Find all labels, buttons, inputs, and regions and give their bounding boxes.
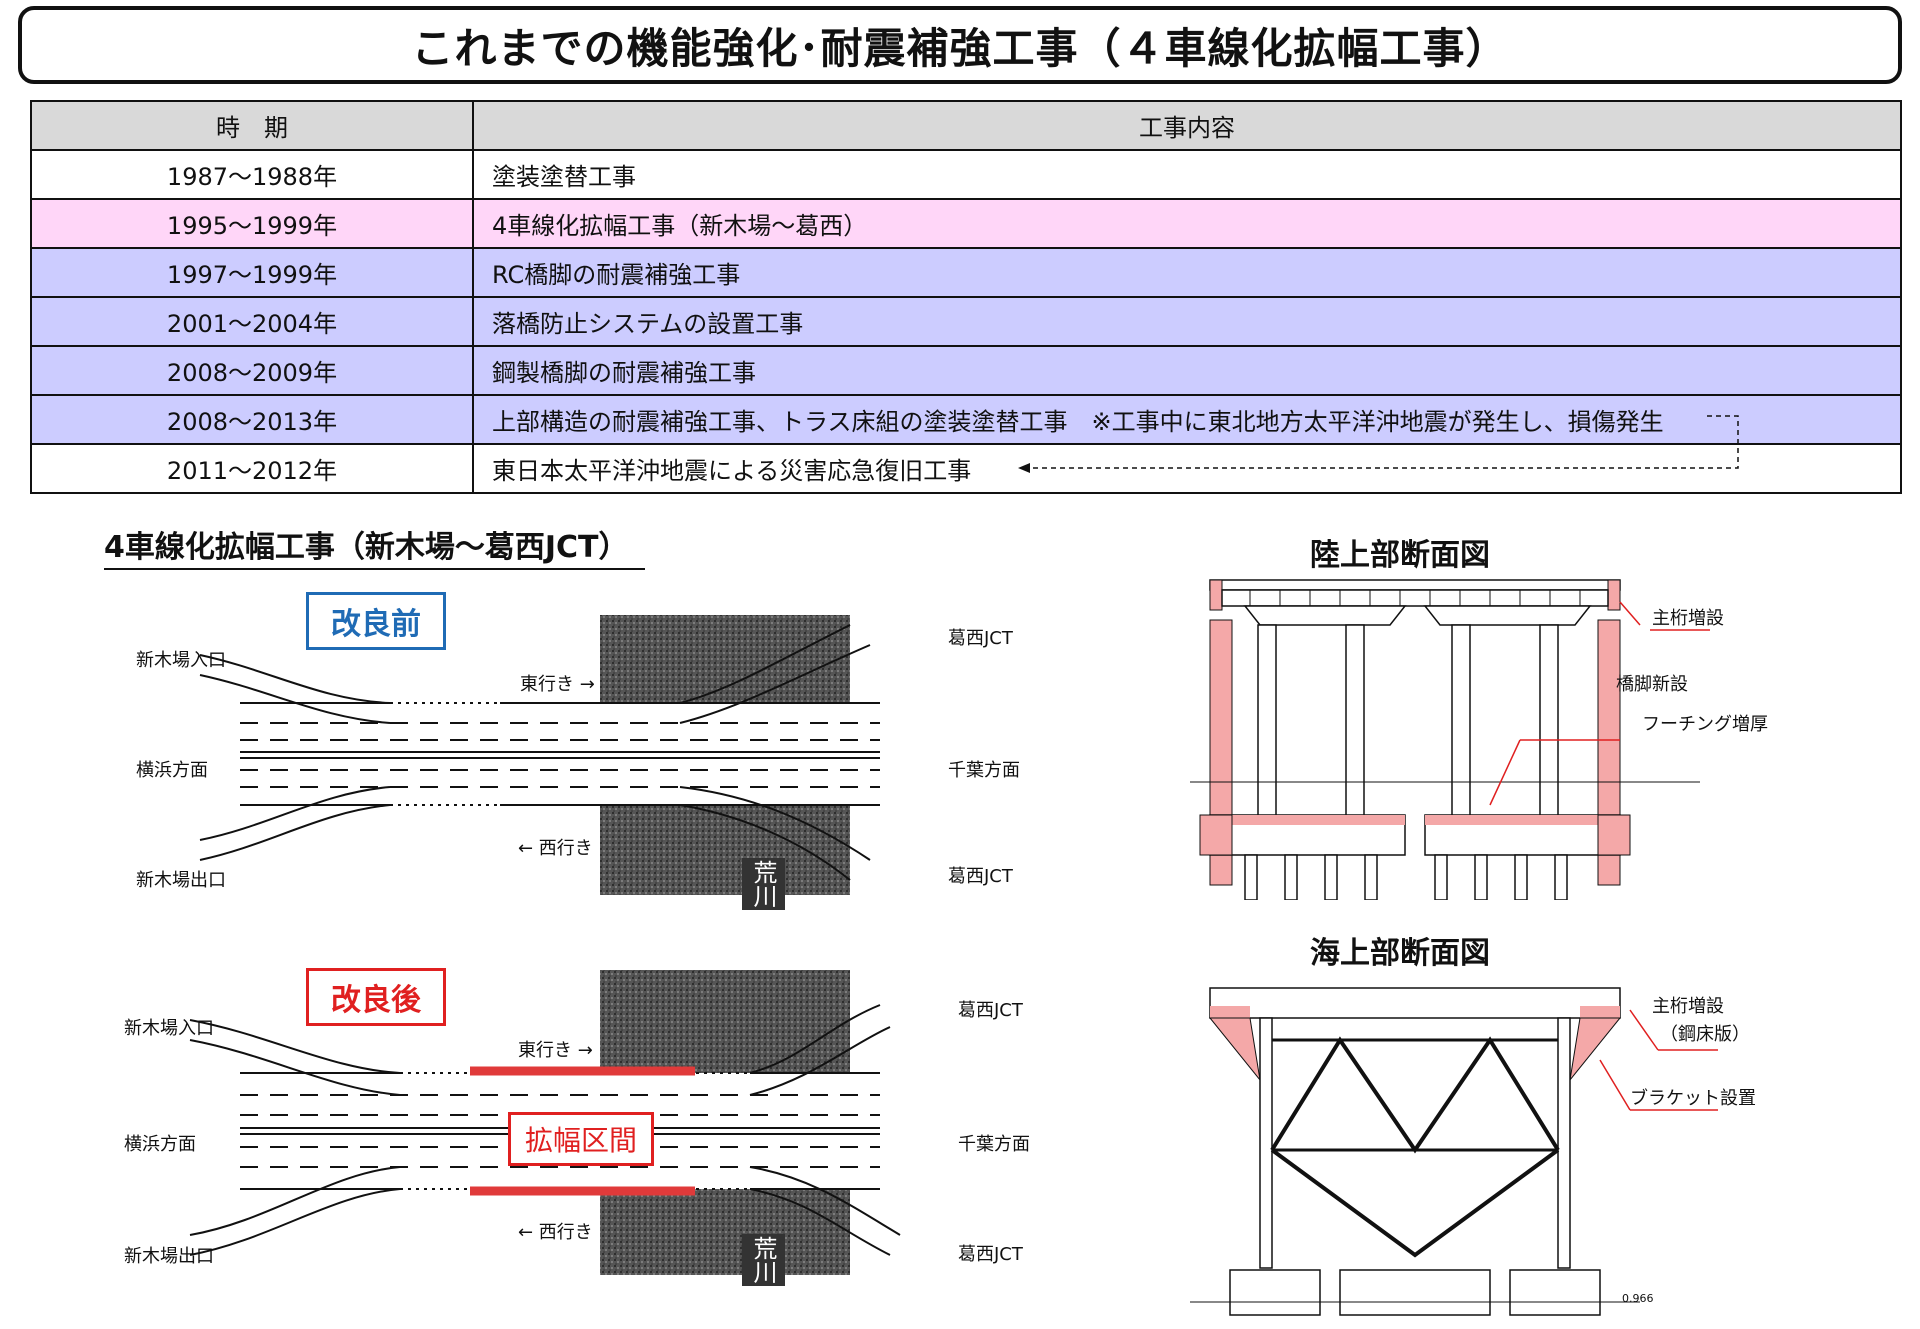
table-row: 1987～1988年 塗装塗替工事 [30, 149, 1902, 200]
sea-section-diagram [1190, 987, 1718, 1316]
label-west: ← 西行き [518, 838, 593, 859]
label-river: 荒川 [742, 858, 785, 910]
land-section-diagram [1190, 579, 1710, 900]
row-period: 2008～2013年 [30, 394, 474, 445]
label-kasai-bottom: 葛西JCT [958, 1244, 1023, 1265]
row-period: 2011～2012年 [30, 443, 474, 494]
label-kasai-bottom: 葛西JCT [948, 866, 1013, 887]
label-east: 東行き → [518, 1040, 593, 1061]
label-entrance: 新木場入口 [136, 650, 226, 671]
label-east: 東行き → [520, 674, 595, 695]
sea-section-title: 海上部断面図 [1310, 936, 1490, 971]
label-girder-add-sea: 主桁増設 [1652, 996, 1724, 1017]
row-content: 東日本太平洋沖地震による災害応急復旧工事 [472, 443, 1902, 494]
header-content: 工事内容 [472, 100, 1902, 151]
after-tag: 改良後 [306, 968, 446, 1026]
label-girder-add: 主桁増設 [1652, 608, 1724, 629]
row-period: 1995～1999年 [30, 198, 474, 249]
widen-section-label: 拡幅区間 [508, 1112, 655, 1166]
row-period: 2008～2009年 [30, 345, 474, 396]
header-period: 時 期 [30, 100, 474, 151]
row-content: 上部構造の耐震補強工事、トラス床組の塗装塗替工事 ※工事中に東北地方太平洋沖地震… [472, 394, 1902, 445]
label-exit: 新木場出口 [136, 870, 226, 891]
label-kasai-top: 葛西JCT [958, 1000, 1023, 1021]
row-period: 1997～1999年 [30, 247, 474, 298]
label-scale: 0.966 [1622, 1292, 1654, 1305]
table-row: 2011～2012年 東日本太平洋沖地震による災害応急復旧工事 [30, 443, 1902, 494]
land-section-title: 陸上部断面図 [1310, 538, 1490, 573]
label-chiba: 千葉方面 [958, 1134, 1030, 1155]
table-row: 2008～2009年 鋼製橋脚の耐震補強工事 [30, 345, 1902, 396]
history-table: 時 期 工事内容 1987～1988年 塗装塗替工事 1995～1999年 4車… [30, 100, 1902, 494]
road-diagram-before [199, 615, 880, 895]
row-content: 塗装塗替工事 [472, 149, 1902, 200]
label-girder-sub: （鋼床版） [1660, 1024, 1750, 1045]
label-yokohama: 横浜方面 [136, 760, 208, 781]
before-tag: 改良前 [306, 592, 446, 650]
label-entrance: 新木場入口 [124, 1018, 214, 1039]
label-footing: フーチング増厚 [1642, 714, 1768, 735]
table-row: 1997～1999年 RC橋脚の耐震補強工事 [30, 247, 1902, 298]
label-kasai-top: 葛西JCT [948, 628, 1013, 649]
label-chiba: 千葉方面 [948, 760, 1020, 781]
table-header-row: 時 期 工事内容 [30, 100, 1902, 151]
row-period: 2001～2004年 [30, 296, 474, 347]
row-content: 4車線化拡幅工事（新木場～葛西） [472, 198, 1902, 249]
row-content: RC橋脚の耐震補強工事 [472, 247, 1902, 298]
label-yokohama: 横浜方面 [124, 1134, 196, 1155]
label-west: ← 西行き [518, 1222, 593, 1243]
row-content: 鋼製橋脚の耐震補強工事 [472, 345, 1902, 396]
label-exit: 新木場出口 [124, 1246, 214, 1267]
label-bracket: ブラケット設置 [1630, 1088, 1756, 1109]
table-row: 1995～1999年 4車線化拡幅工事（新木場～葛西） [30, 198, 1902, 249]
page-title: これまでの機能強化･耐震補強工事（４車線化拡幅工事） [18, 6, 1902, 84]
label-river: 荒川 [742, 1234, 785, 1286]
row-content: 落橋防止システムの設置工事 [472, 296, 1902, 347]
table-row: 2008～2013年 上部構造の耐震補強工事、トラス床組の塗装塗替工事 ※工事中… [30, 394, 1902, 445]
widening-heading: 4車線化拡幅工事（新木場～葛西JCT） [104, 522, 645, 570]
label-pier-new: 橋脚新設 [1616, 674, 1688, 695]
row-period: 1987～1988年 [30, 149, 474, 200]
table-row: 2001～2004年 落橋防止システムの設置工事 [30, 296, 1902, 347]
